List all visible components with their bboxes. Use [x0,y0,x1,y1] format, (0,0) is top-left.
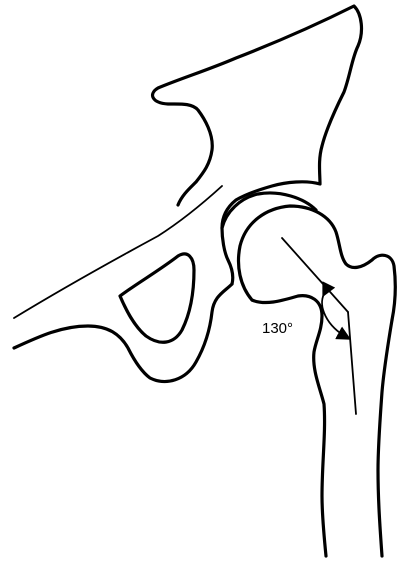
angle-arc-arrow [322,294,348,338]
angle-label: 130° [262,320,293,337]
obturator-foramen [120,254,194,342]
femoral-shaft-lateral [378,320,392,556]
ilium-outline [153,6,362,284]
shaft-axis-line [348,312,356,414]
